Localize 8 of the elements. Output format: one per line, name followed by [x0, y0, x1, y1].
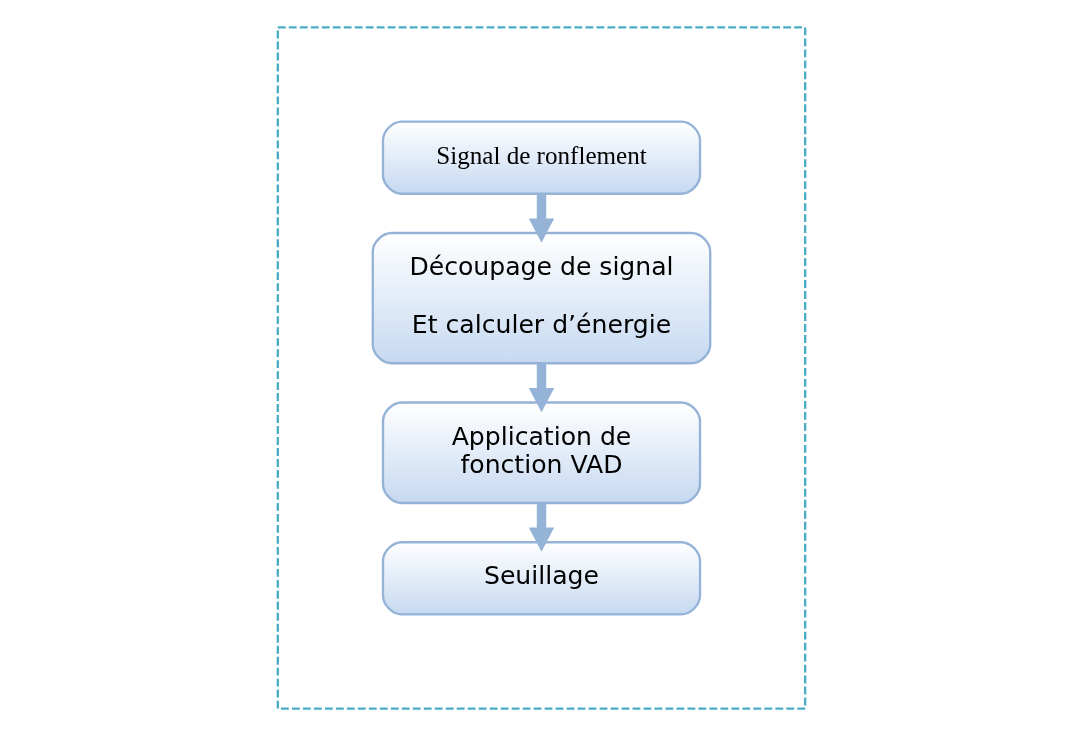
arrow — [528, 503, 555, 552]
node-box: Découpage de signal Et calculer d’énergie — [371, 231, 712, 365]
node-box: Signal de ronflement — [381, 120, 702, 195]
arrow — [528, 363, 555, 413]
arrow — [528, 193, 555, 243]
node-box: Seuillage — [381, 541, 702, 616]
node-box: Application de fonction VAD — [381, 401, 702, 505]
cluster — [276, 26, 807, 710]
